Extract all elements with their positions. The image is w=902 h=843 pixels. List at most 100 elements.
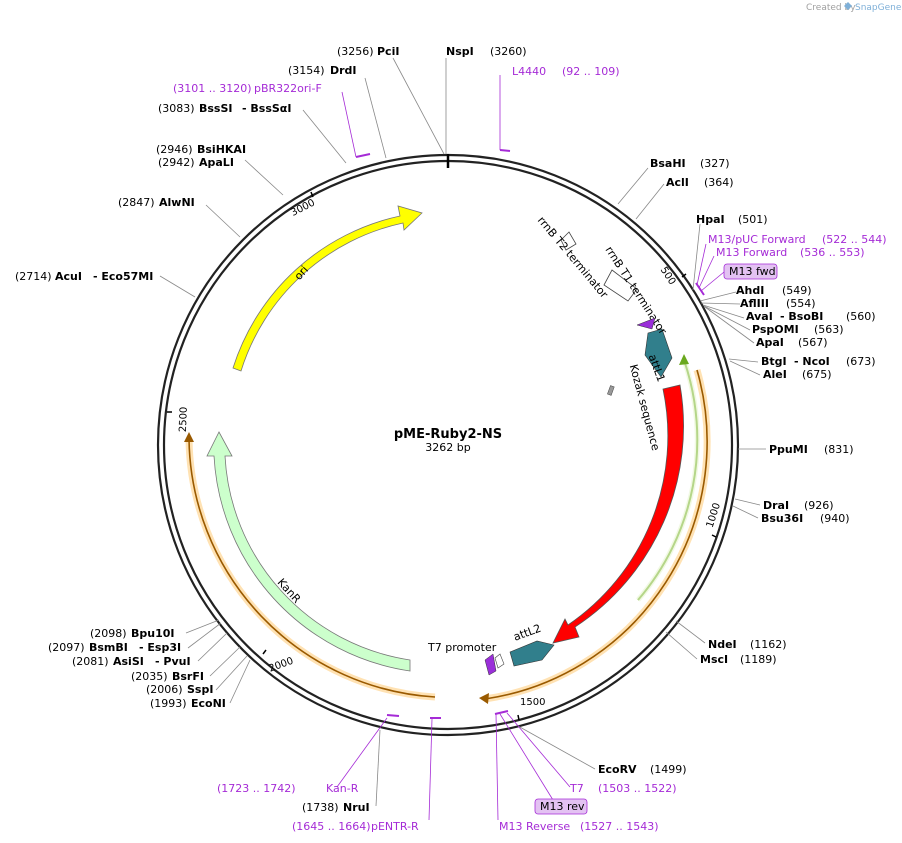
primer-name[interactable]: Kan-R [326, 782, 359, 795]
site-pos: (1162) [750, 638, 787, 651]
site-leader [517, 725, 596, 770]
primer-name[interactable]: pENTR-R [371, 820, 419, 833]
site-leader [302, 109, 347, 164]
site-name[interactable]: AleI [763, 368, 787, 381]
tick-label: 1500 [520, 697, 545, 708]
site-name[interactable]: - BsoBI [780, 310, 823, 323]
site-name[interactable]: NdeI [708, 638, 737, 651]
site-name[interactable]: Bpu10I [131, 627, 175, 640]
site-name[interactable]: - Eco57MI [93, 270, 153, 283]
site-leader [392, 57, 445, 155]
site-name[interactable]: BsmBI [89, 641, 128, 654]
site-pos: (1993) [150, 697, 187, 710]
tick-mark [711, 534, 717, 538]
site-name[interactable]: EcoRV [598, 763, 637, 776]
site-name[interactable]: BsrFI [172, 670, 204, 683]
site-pos: (554) [786, 297, 816, 310]
attl2-feature[interactable] [509, 640, 555, 667]
site-name[interactable]: AhdI [736, 284, 764, 297]
site-name[interactable]: AclI [666, 176, 689, 189]
primer-arrow [355, 153, 371, 158]
site-name[interactable]: BsiHKAI [197, 143, 246, 156]
primer-name[interactable]: M13/pUC Forward [708, 233, 806, 246]
site-name[interactable]: PspOMI [752, 323, 799, 336]
primer-range: (536 .. 553) [800, 246, 865, 259]
site-leader [675, 620, 706, 644]
site-name[interactable]: NruI [343, 801, 370, 814]
mruby2-feature[interactable] [552, 384, 684, 644]
site-leader [617, 167, 649, 205]
attl1-feature[interactable] [644, 328, 673, 378]
site-leader [244, 159, 284, 196]
site-pos: (673) [846, 355, 876, 368]
site-name[interactable]: PpuMI [769, 443, 808, 456]
site-name[interactable]: DrdI [330, 64, 357, 77]
tick-mark [310, 191, 314, 198]
site-name[interactable]: AsiSI [113, 655, 144, 668]
kanr-feature[interactable] [206, 431, 411, 672]
site-pos: (2714) [15, 270, 52, 283]
track-arrowhead [479, 693, 489, 704]
site-name[interactable]: AvaI [746, 310, 773, 323]
rrnb-t2-label: rrnB T2 terminator [535, 214, 611, 301]
site-name[interactable]: AflIII [740, 297, 769, 310]
site-name[interactable]: SspI [187, 683, 213, 696]
primer-name[interactable]: T7 [569, 782, 584, 795]
kozak-feature[interactable] [607, 385, 615, 396]
site-pos: (2847) [118, 196, 155, 209]
site-leader [229, 659, 251, 704]
site-name[interactable]: AcuI [55, 270, 82, 283]
t7-promoter-feature[interactable] [484, 653, 497, 676]
site-leader [209, 646, 241, 677]
site-pos: (1499) [650, 763, 687, 776]
ori-feature[interactable] [232, 205, 423, 372]
primer-name[interactable]: M13 Reverse [499, 820, 570, 833]
site-pos: (2098) [90, 627, 127, 640]
site-leader [375, 729, 381, 807]
site-name[interactable]: HpaI [696, 213, 725, 226]
m13-rev-badge[interactable] [534, 798, 588, 815]
site-name[interactable]: - PvuI [155, 655, 191, 668]
site-pos: (2081) [72, 655, 109, 668]
rrnb-t1-feature[interactable] [603, 269, 638, 302]
site-name[interactable]: BtgI [761, 355, 787, 368]
site-name[interactable]: MscI [700, 653, 728, 666]
primer-name[interactable]: pBR322ori-F [254, 82, 322, 95]
site-name[interactable]: PciI [377, 45, 399, 58]
tick-label: 2500 [178, 407, 190, 433]
site-name[interactable]: BsaHI [650, 157, 686, 170]
site-name[interactable]: NspI [446, 45, 474, 58]
site-leader [703, 305, 751, 331]
plasmid-size: 3262 bp [425, 441, 470, 454]
primer-leader [506, 712, 571, 788]
primer-leader [336, 717, 388, 788]
site-name[interactable]: - Esp3I [139, 641, 181, 654]
site-pos: (940) [820, 512, 850, 525]
site-name[interactable]: EcoNI [191, 697, 226, 710]
site-leader [364, 77, 387, 159]
site-name[interactable]: ApaLI [199, 156, 234, 169]
brand-text: SnapGene [855, 3, 902, 13]
orange-track-right [484, 369, 708, 700]
site-name[interactable]: ApaI [756, 336, 784, 349]
primer-leader [700, 271, 725, 292]
rrnb-t2-feature[interactable] [560, 231, 577, 251]
tick-label: 500 [658, 265, 678, 287]
site-leader [215, 655, 248, 691]
primer-leader [698, 255, 715, 289]
site-name[interactable]: - BssSαI [242, 102, 291, 115]
site-name[interactable]: AlwNI [159, 196, 195, 209]
site-name[interactable]: - NcoI [794, 355, 830, 368]
site-pos: (3154) [288, 64, 325, 77]
site-name[interactable]: Bsu36I [761, 512, 803, 525]
primer-name[interactable]: L4440 [512, 65, 546, 78]
site-pos: (2006) [146, 683, 183, 696]
m13-fwd-badge[interactable] [723, 263, 778, 280]
site-pos: (1738) [302, 801, 339, 814]
site-name[interactable]: BssSI [199, 102, 233, 115]
t7-promoter-label: T7 promoter [427, 641, 497, 654]
site-name[interactable]: DraI [763, 499, 789, 512]
site-pos: (3260) [490, 45, 527, 58]
site-pos: (831) [824, 443, 854, 456]
primer-name[interactable]: M13 Forward [716, 246, 787, 259]
